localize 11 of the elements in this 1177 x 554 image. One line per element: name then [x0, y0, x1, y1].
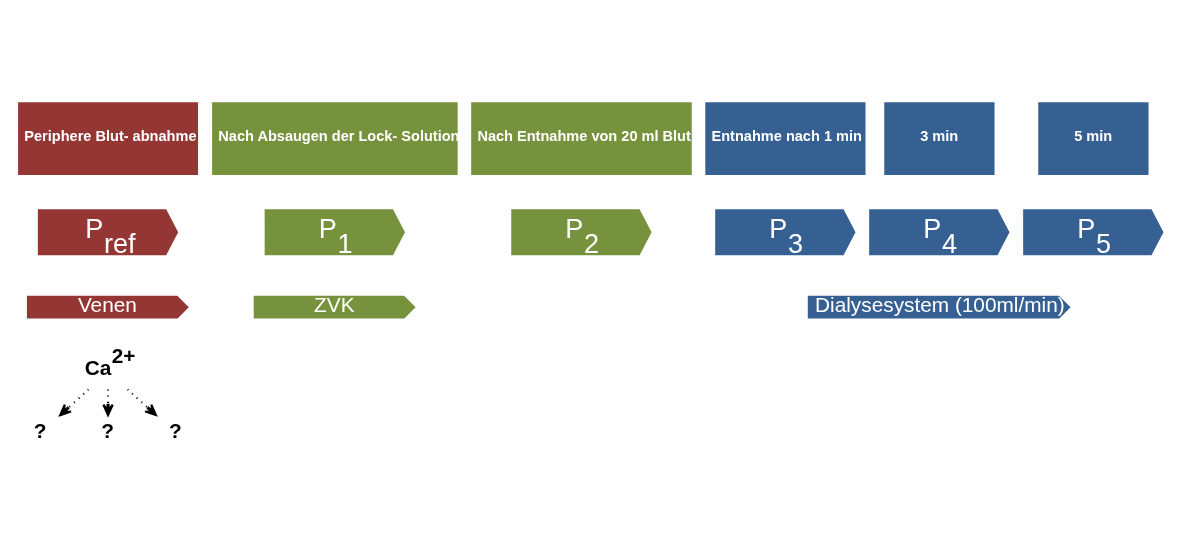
node-text: ? [168, 419, 182, 443]
node-box: 3 min [882, 100, 997, 178]
node-text: ? [33, 419, 47, 443]
node-box: Nach Absaugen der Lock- Solution [210, 100, 460, 178]
node-box: Entnahme nach 1 min [703, 100, 868, 178]
node-box: Nach Entnahme von 20 ml Blut [469, 100, 694, 178]
node-text: ? [101, 419, 115, 443]
node-box: Periphere Blut- abnahme [16, 100, 201, 178]
arrow [59, 388, 90, 417]
node-box: 5 min [1036, 100, 1151, 178]
arrow [126, 388, 157, 417]
